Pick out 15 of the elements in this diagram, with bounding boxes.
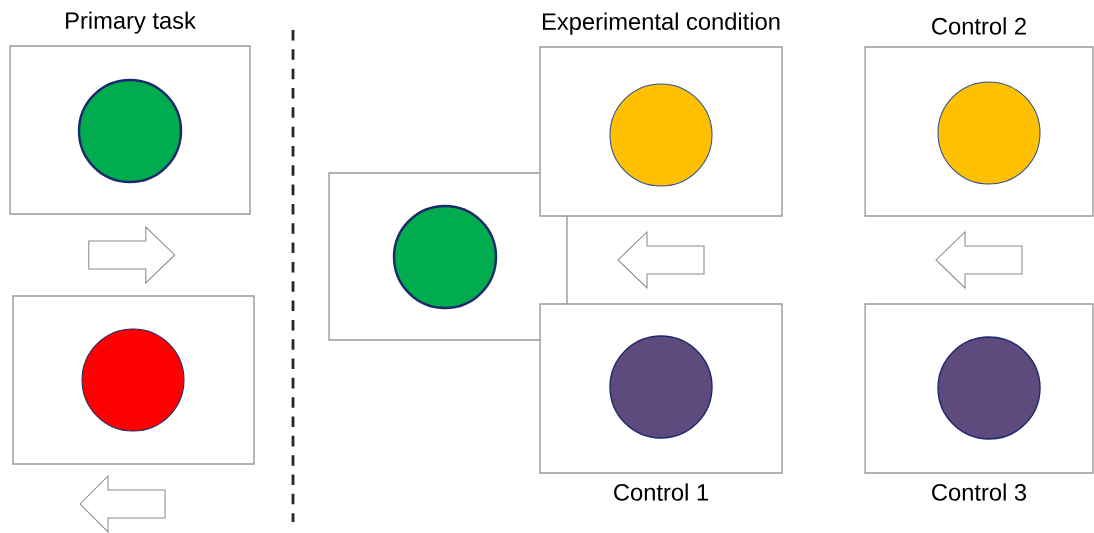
circle: [937, 336, 1041, 440]
circle: [609, 83, 713, 187]
heading: Primary task: [66, 11, 196, 34]
heading: Control 3: [932, 483, 1027, 501]
block-arrow: [935, 230, 1023, 290]
heading: Control 2: [932, 17, 1026, 35]
circle: [81, 328, 185, 432]
circle: [937, 81, 1041, 185]
block-arrow: [88, 225, 176, 285]
heading: Experimental condition: [543, 12, 780, 35]
circle: [392, 204, 498, 310]
block-arrow: [617, 230, 705, 290]
circle: [609, 335, 713, 439]
heading: Control 1: [614, 483, 708, 501]
circle: [77, 78, 183, 184]
